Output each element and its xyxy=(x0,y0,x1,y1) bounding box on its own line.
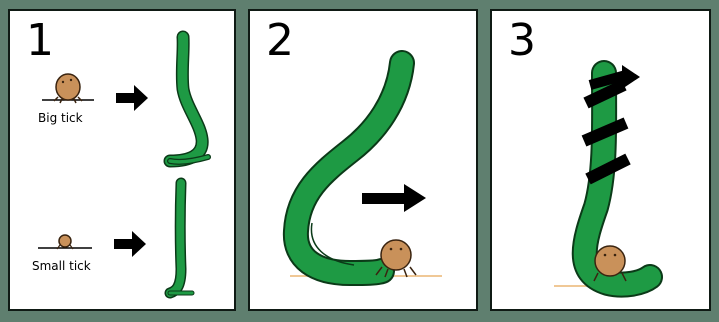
step-number: 3 xyxy=(508,19,536,63)
small-tick-hook-icon xyxy=(170,183,192,293)
small-tick-icon xyxy=(38,235,92,249)
small-tick-label: Small tick xyxy=(32,259,91,273)
big-tick-label: Big tick xyxy=(38,111,83,125)
panel-step-3: 3 xyxy=(490,9,711,311)
large-tick-hook-icon xyxy=(170,37,208,162)
panel-step-1: 1 Big tick Small tick xyxy=(8,9,236,311)
arrow-right-icon xyxy=(362,184,426,212)
step-number: 1 xyxy=(26,19,54,63)
tick-hook-icon xyxy=(296,63,402,273)
arrow-right-icon xyxy=(116,85,148,111)
panel-step-2: 2 xyxy=(248,9,478,311)
big-tick-icon xyxy=(42,74,94,103)
arrow-right-icon xyxy=(114,231,146,257)
step-number: 2 xyxy=(266,19,294,63)
